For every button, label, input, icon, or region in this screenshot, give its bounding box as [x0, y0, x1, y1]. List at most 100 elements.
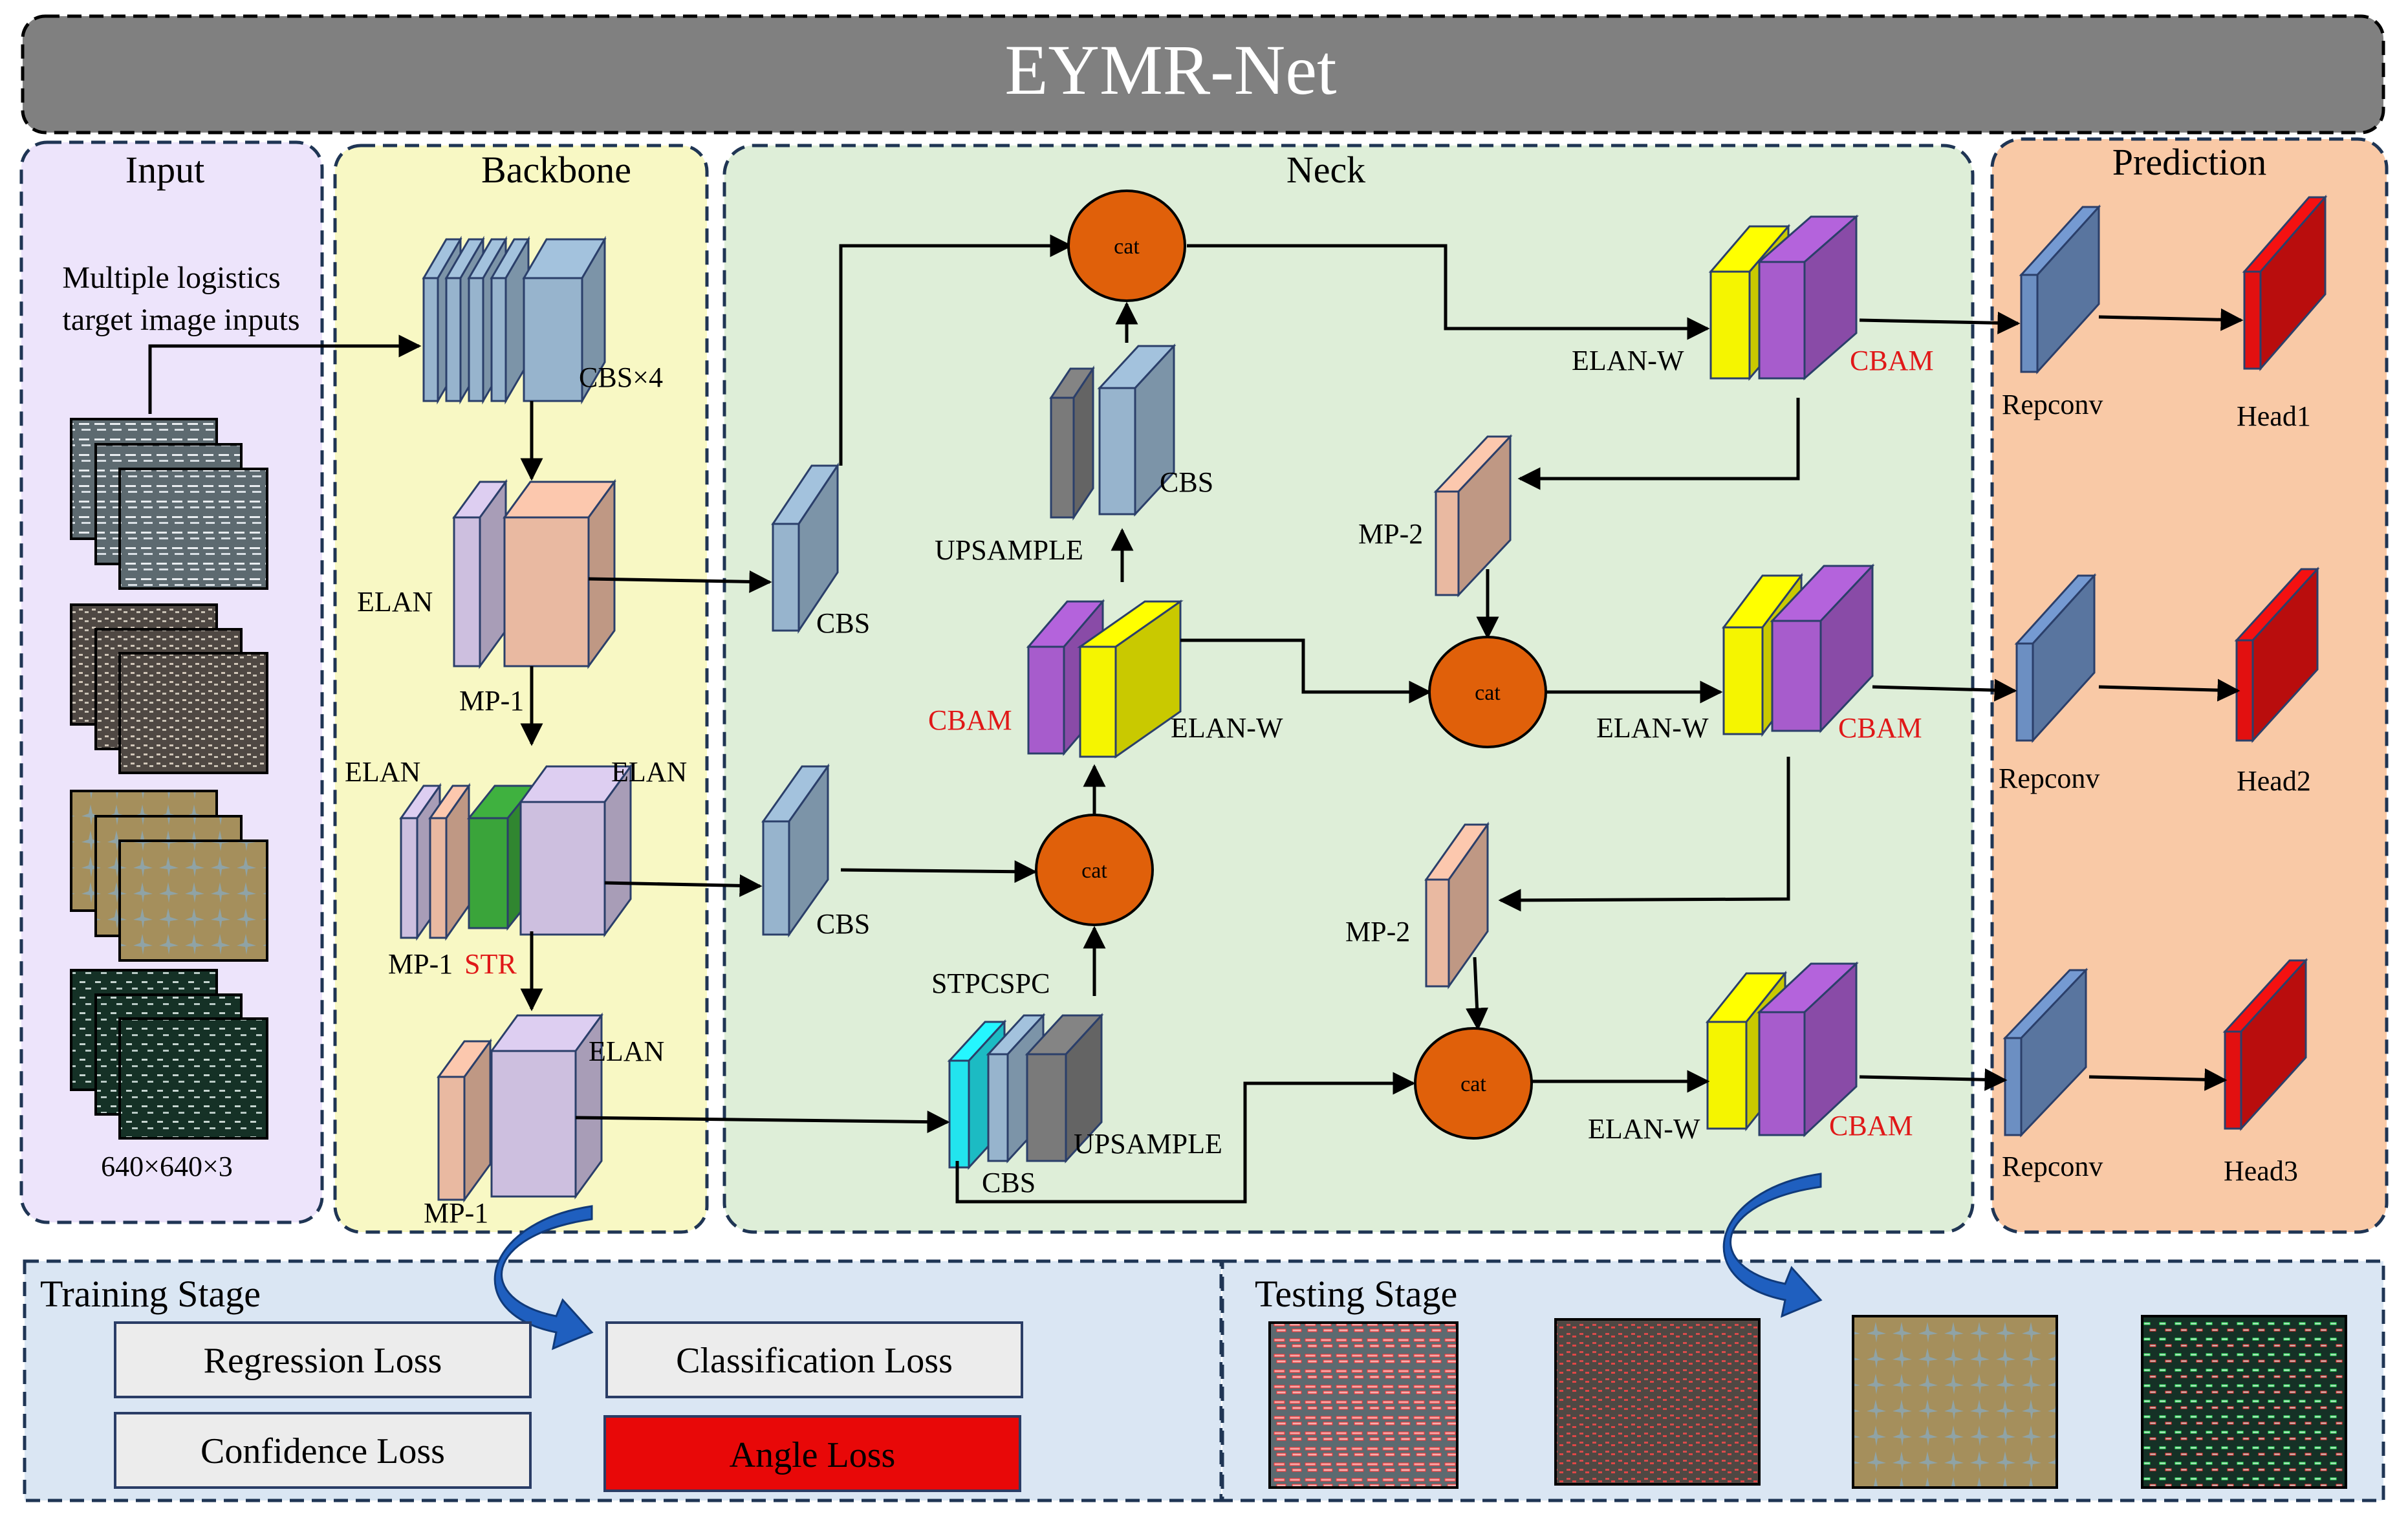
test-result-tarmac: [1268, 1321, 1459, 1489]
loss-angle: Angle Loss: [603, 1415, 1021, 1492]
cbam2-slab: [1770, 563, 1875, 733]
svg-text:Confidence Loss: Confidence Loss: [201, 1431, 445, 1471]
diagram-title: EYMR-Net: [1004, 30, 1336, 109]
mp2b-slab: [1424, 821, 1490, 990]
label-stpcspc: STPCSPC: [931, 968, 1050, 999]
svg-text:cat: cat: [1081, 859, 1107, 883]
arrow-elanw3-to-repconv3: [1859, 1068, 2008, 1091]
loss-classification: Classification Loss: [605, 1321, 1023, 1398]
label-cbs4: CBS×4: [579, 362, 663, 393]
label-mp2a: MP-2: [1358, 518, 1423, 550]
mp2a-slab: [1433, 434, 1513, 598]
label-elan2b: ELAN: [611, 756, 687, 788]
label-upsample2: UPSAMPLE: [1074, 1128, 1222, 1160]
curved-arrow-training: [494, 1205, 594, 1350]
cbam3-slab: [1757, 961, 1859, 1138]
arrow-elanw2-to-mp2b: [1498, 757, 1790, 912]
label-elan3: ELAN: [589, 1035, 664, 1067]
label-elanw1: ELAN-W: [1572, 345, 1684, 376]
elan1-slab-a: [452, 479, 508, 669]
test-result-car-lot: [1554, 1318, 1761, 1486]
neck-cbs2: [761, 763, 830, 938]
svg-text:cat: cat: [1475, 681, 1501, 705]
arrow-elan3-to-stpcspc: [575, 1110, 950, 1134]
input-image-stack-parking-tarmac: [70, 418, 268, 590]
arrow-repconv1-to-head1: [2098, 308, 2244, 331]
label-elan1: ELAN: [357, 586, 433, 618]
input-caption-line2: target image inputs: [62, 303, 299, 337]
test-result-airfield: [1852, 1315, 2058, 1489]
label-neck-cbs2: CBS: [816, 908, 870, 940]
loss-regression: Regression Loss: [114, 1321, 532, 1398]
label-neck-cbs1: CBS: [816, 607, 870, 639]
label-mp1a: MP-1: [459, 685, 524, 717]
svg-text:Regression Loss: Regression Loss: [204, 1341, 442, 1381]
label-mp2b: MP-2: [1345, 916, 1410, 948]
neck-cbs1: [771, 462, 840, 634]
neck-elanw-mid-slab: [1077, 600, 1184, 759]
neck-cbs-up-slab: [1097, 343, 1177, 517]
arrow-repconv3-to-head3: [2088, 1068, 2228, 1091]
label-repconv2: Repconv: [1999, 763, 2099, 794]
backbone-header: Backbone: [481, 149, 631, 191]
elan1-slab-b: [503, 479, 616, 669]
input-image-stack-harbor: [70, 969, 268, 1140]
cat-node-mid: cat: [1428, 636, 1547, 748]
label-mp1c: MP-1: [424, 1197, 488, 1229]
label-cbam-mid: CBAM: [928, 704, 1012, 736]
arrow-elan-to-cbs1: [588, 570, 772, 593]
test-result-harbor: [2141, 1315, 2347, 1489]
input-caption-line1: Multiple logistics: [62, 261, 280, 295]
label-head1: Head1: [2237, 400, 2311, 432]
svg-text:cat: cat: [1460, 1072, 1486, 1096]
arrow-repconv2-to-head2: [2098, 678, 2240, 702]
head3-slab: [2222, 958, 2308, 1131]
cat-node-low: cat: [1035, 814, 1154, 926]
svg-text:Angle Loss: Angle Loss: [730, 1435, 896, 1475]
cbs4-slab-4: [490, 235, 530, 405]
cbam1-slab: [1757, 214, 1859, 381]
repconv3-slab: [2002, 968, 2088, 1138]
cat-node-bottom: cat: [1414, 1027, 1533, 1140]
input-header: Input: [125, 149, 204, 191]
arrow-cat-top-to-elanw1: [1187, 244, 1710, 340]
label-str: STR: [464, 948, 517, 980]
title-bar: [21, 14, 2385, 135]
arrow-elan2-to-cbs2: [604, 874, 763, 897]
label-head2: Head2: [2237, 765, 2311, 797]
svg-text:Classification Loss: Classification Loss: [676, 1341, 953, 1381]
input-size-label: 640×640×3: [101, 1151, 233, 1182]
neck-upsample1-slab: [1049, 365, 1095, 521]
connectors: [148, 234, 2244, 1204]
input-image-stack-car-lot: [70, 603, 268, 774]
head2-slab: [2234, 567, 2320, 743]
curved-arrow-testing: [1722, 1173, 1823, 1318]
label-elanw-mid: ELAN-W: [1171, 712, 1283, 744]
arrow-cbs1-to-cat-top: [839, 234, 1073, 466]
arrow-elanw-mid-to-cat-mid: [1180, 638, 1432, 704]
backbone-panel: [333, 144, 709, 1234]
label-cbam1: CBAM: [1850, 345, 1934, 376]
label-repconv1: Repconv: [2002, 389, 2103, 420]
label-head3: Head3: [2224, 1155, 2298, 1187]
training-stage-header: Training Stage: [40, 1273, 261, 1315]
label-neck-cbs-up: CBS: [1160, 466, 1213, 498]
label-upsample1: UPSAMPLE: [935, 534, 1083, 566]
testing-stage-header: Testing Stage: [1255, 1273, 1457, 1315]
prediction-header: Prediction: [2112, 141, 2266, 183]
label-neck-cbs-bottom: CBS: [982, 1167, 1036, 1198]
stpcspc-slab-3: [1025, 1013, 1104, 1164]
elan2-slab-2: [428, 783, 471, 941]
label-cbam2: CBAM: [1838, 712, 1922, 744]
cbs4-slab-5: [522, 235, 607, 405]
svg-text:cat: cat: [1114, 235, 1140, 259]
arrow-elanw1-to-mp2a: [1517, 398, 1800, 490]
label-elanw3: ELAN-W: [1588, 1113, 1700, 1145]
label-elan2a: ELAN: [345, 756, 420, 788]
label-mp1b: MP-1: [388, 948, 453, 980]
arrow-input-to-cbs4: [148, 334, 422, 414]
arrow-cbs2-to-cat-low: [840, 860, 1037, 883]
arrow-stpcspc-to-cat-low: [955, 1072, 1416, 1204]
cat-node-top: cat: [1067, 190, 1186, 302]
prediction-panel: [1990, 137, 2389, 1234]
